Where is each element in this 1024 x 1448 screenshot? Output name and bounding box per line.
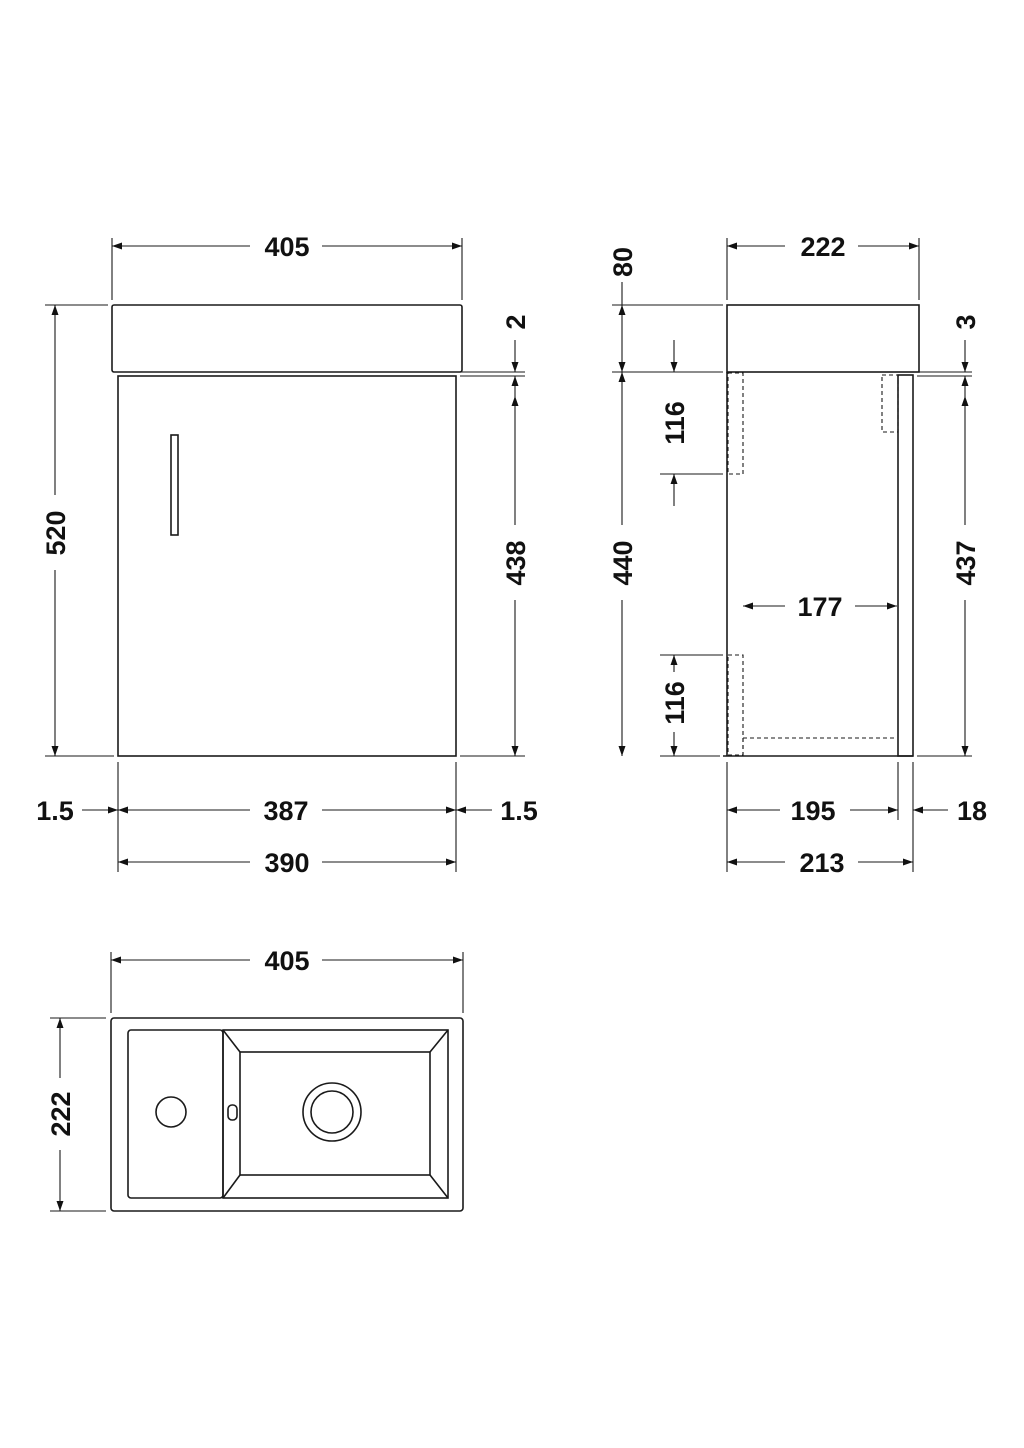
side-view: 222 80 116 440 177 1 bbox=[608, 232, 987, 878]
dim-front-door-gap: 2 bbox=[501, 314, 531, 396]
tap-deck bbox=[127, 1029, 224, 1199]
dim-side-lower-fixing: 116 bbox=[660, 655, 690, 756]
door-handle bbox=[170, 434, 179, 536]
front-right-gap-label: 1.5 bbox=[500, 796, 538, 826]
dim-front-cabinet-width: 390 bbox=[118, 848, 456, 878]
basin-outline bbox=[110, 1017, 464, 1212]
lower-fixing-bracket bbox=[727, 654, 744, 756]
side-height-label: 437 bbox=[951, 540, 981, 585]
dim-side-cabinet-height: 440 bbox=[608, 372, 638, 756]
dim-side-height: 437 bbox=[951, 396, 981, 756]
side-door-thickness-label: 18 bbox=[957, 796, 987, 826]
dim-top-width: 405 bbox=[111, 946, 463, 976]
dim-front-total-height: 520 bbox=[41, 305, 71, 756]
waste-outer bbox=[302, 1082, 362, 1142]
dim-side-inner-depth: 177 bbox=[743, 592, 897, 622]
top-depth-label: 222 bbox=[46, 1091, 76, 1136]
top-width-label: 405 bbox=[264, 946, 309, 976]
basin-bowl-inner bbox=[239, 1051, 431, 1176]
front-cabinet-door bbox=[117, 375, 457, 757]
side-cabinet-height-label: 440 bbox=[608, 540, 638, 585]
basin-bowl-outer bbox=[222, 1029, 449, 1199]
dim-top-depth: 222 bbox=[46, 1018, 76, 1211]
tap-hole bbox=[155, 1096, 187, 1128]
dim-front-top-width: 405 bbox=[112, 232, 462, 262]
side-top-depth-label: 222 bbox=[800, 232, 845, 262]
front-cabinet-width-label: 390 bbox=[264, 848, 309, 878]
dim-side-door-gap: 3 bbox=[951, 314, 981, 396]
door-hinge-block bbox=[881, 374, 899, 433]
dim-side-body-depth: 195 18 bbox=[727, 796, 987, 826]
side-upper-fixing-label: 116 bbox=[660, 401, 690, 445]
side-basin-height-label: 80 bbox=[608, 247, 638, 277]
side-overall-depth-label: 213 bbox=[799, 848, 844, 878]
upper-fixing-bracket bbox=[727, 372, 744, 475]
front-top-width-label: 405 bbox=[264, 232, 309, 262]
dim-side-basin-height: 80 bbox=[608, 247, 638, 372]
waste-inner bbox=[310, 1090, 354, 1134]
dim-front-door-widths: 1.5 387 1.5 bbox=[36, 796, 538, 826]
overflow-slot bbox=[227, 1104, 238, 1121]
side-door-gap-label: 3 bbox=[951, 314, 981, 329]
side-door-panel bbox=[897, 374, 914, 757]
top-view: 405 222 bbox=[46, 946, 464, 1212]
front-door-width-label: 387 bbox=[263, 796, 308, 826]
dim-side-overall-depth: 213 bbox=[727, 848, 913, 878]
dim-front-door-height: 438 bbox=[501, 396, 531, 756]
front-basin-top bbox=[111, 304, 463, 373]
front-door-height-label: 438 bbox=[501, 540, 531, 585]
front-door-gap-label: 2 bbox=[501, 314, 531, 329]
side-lower-fixing-label: 116 bbox=[660, 681, 690, 725]
front-view: 405 520 2 438 1.5 387 1.5 bbox=[36, 232, 538, 878]
dim-side-upper-fixing: 116 bbox=[660, 340, 690, 506]
front-left-gap-label: 1.5 bbox=[36, 796, 74, 826]
side-basin-top bbox=[726, 304, 920, 373]
dim-side-top-depth: 222 bbox=[727, 232, 919, 262]
side-inner-depth-label: 177 bbox=[797, 592, 842, 622]
front-total-height-label: 520 bbox=[41, 510, 71, 555]
side-body-depth-label: 195 bbox=[790, 796, 835, 826]
